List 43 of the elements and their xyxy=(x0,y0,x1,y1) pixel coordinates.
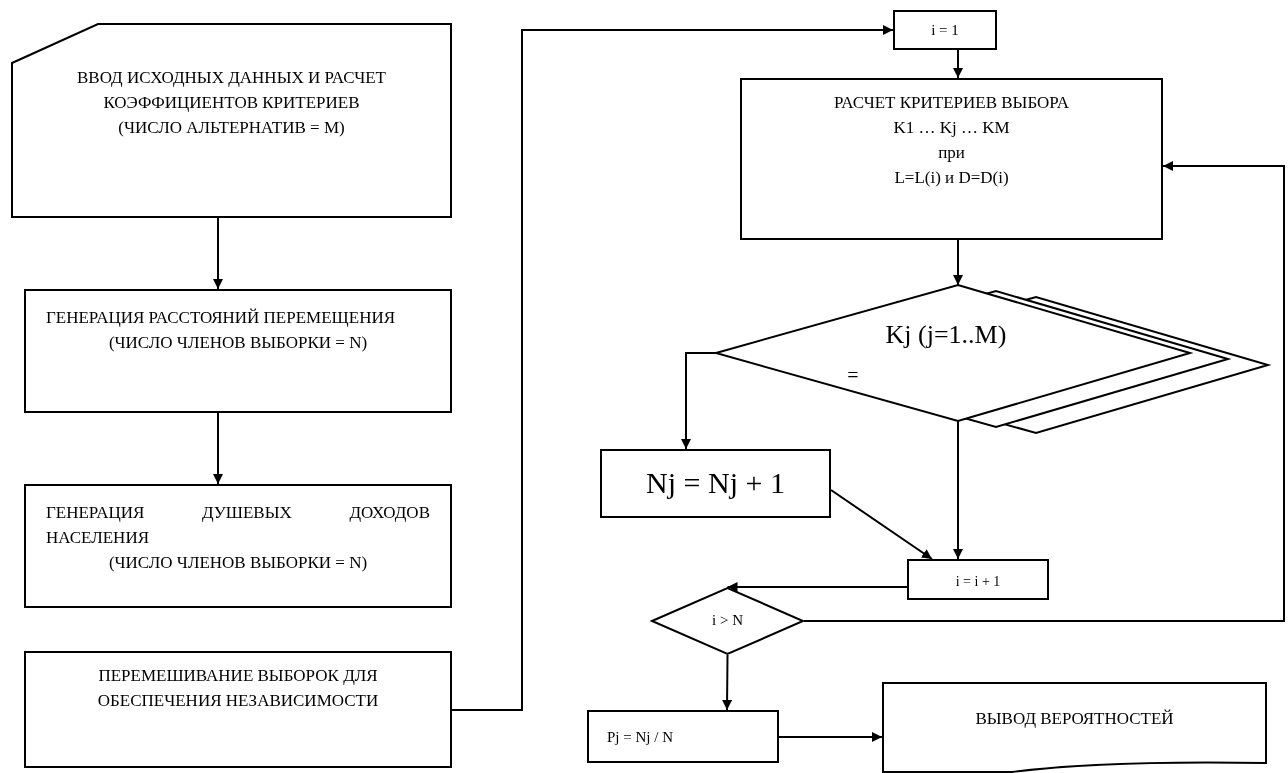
node-text: L=L(i) и D=D(i) xyxy=(893,167,1010,189)
node-text: (ЧИСЛО АЛЬТЕРНАТИВ = М) xyxy=(117,117,346,139)
node-text: ГЕНЕРАЦИЯ ДУШЕВЫХ ДОХОДОВ НАСЕЛЕНИЯ xyxy=(46,502,430,549)
arrow xyxy=(681,352,717,450)
arrow xyxy=(213,217,223,290)
arrow xyxy=(953,420,963,560)
arrow xyxy=(778,732,883,742)
decision-diamond xyxy=(716,285,1272,433)
arrow xyxy=(213,412,223,485)
arrow xyxy=(953,49,963,79)
document-shape xyxy=(882,682,1267,773)
decision-diamond xyxy=(651,587,804,655)
node-text: i = i + 1 xyxy=(954,573,1002,591)
node-text: K1 … Kj … KM xyxy=(892,117,1011,139)
node-text: ПЕРЕМЕШИВАНИЕ ВЫБОРОК ДЛЯ ОБЕСПЕЧЕНИЯ НЕЗАВИСИМОСТИ xyxy=(96,665,380,712)
process-box xyxy=(24,484,452,608)
node-text: (ЧИСЛО ЧЛЕНОВ ВЫБОРКИ = N) xyxy=(107,332,369,354)
process-box xyxy=(907,559,1049,600)
process-box xyxy=(600,449,831,518)
node-text: i = 1 xyxy=(930,21,960,40)
process-box xyxy=(24,651,452,768)
process-box xyxy=(587,710,779,763)
node-text: при xyxy=(937,142,966,164)
arrow xyxy=(803,161,1285,622)
node-text: Nj = Nj + 1 xyxy=(645,465,786,501)
node-text: Pj = Nj / N xyxy=(607,728,674,747)
process-box xyxy=(24,289,452,413)
node-text: (ЧИСЛО ЧЛЕНОВ ВЫБОРКИ = N) xyxy=(107,552,369,574)
arrow xyxy=(726,582,908,592)
arrow xyxy=(451,25,894,711)
node-text: ВЫВОД ВЕРОЯТНОСТЕЙ xyxy=(974,708,1175,730)
node-text: ГЕНЕРАЦИЯ РАССТОЯНИЙ ПЕРЕМЕЩЕНИЯ xyxy=(46,307,397,329)
process-box xyxy=(893,10,997,50)
node-text: РАСЧЕТ КРИТЕРИЕВ ВЫБОРА xyxy=(833,92,1070,114)
input-card xyxy=(11,23,452,218)
arrow xyxy=(722,654,733,711)
arrow xyxy=(953,239,963,286)
arrow xyxy=(830,489,933,560)
node-text: = xyxy=(846,363,860,387)
node-text: i > N xyxy=(711,611,744,630)
process-box xyxy=(740,78,1163,240)
node-text: Kj (j=1..M) xyxy=(884,319,1008,351)
node-text: ВВОД ИСХОДНЫХ ДАННЫХ И РАСЧЕТ КОЭФФИЦИЕНТОВ КРИТЕРИЕВ xyxy=(76,67,387,114)
